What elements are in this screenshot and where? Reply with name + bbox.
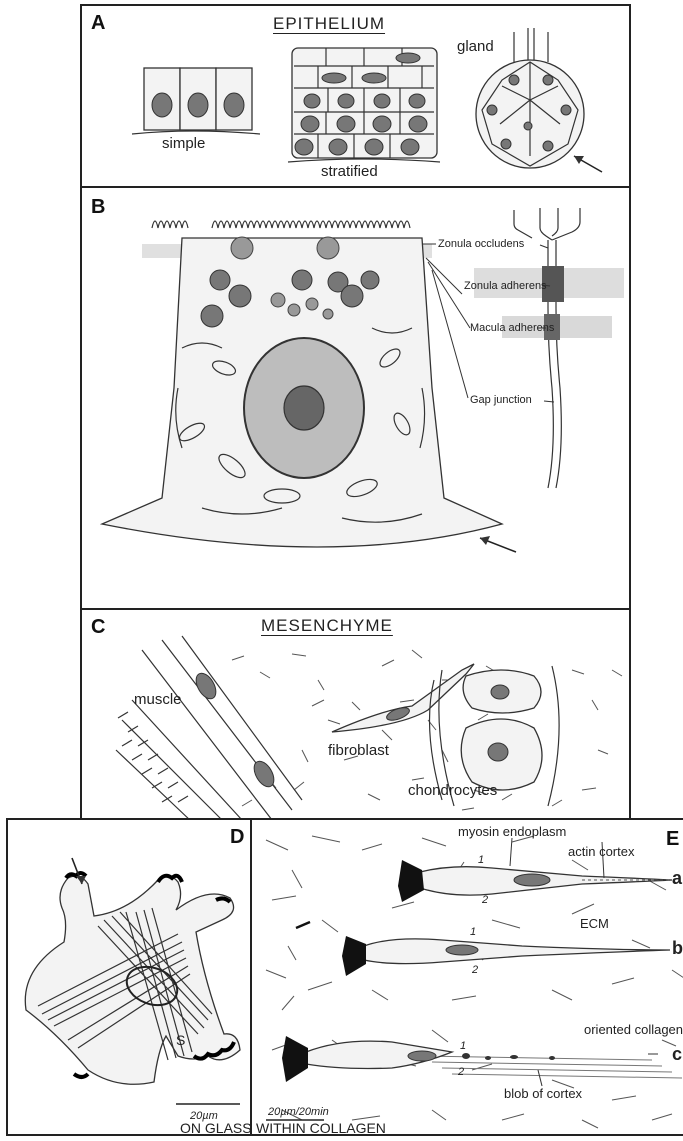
mark-1-a: 1 — [478, 854, 484, 866]
label-zonula-occludens: Zonula occludens — [438, 238, 524, 250]
label-oriented-collagen: oriented collagen — [584, 1022, 683, 1037]
epithelial-cell-drawing — [82, 188, 633, 612]
label-fibroblast: fibroblast — [328, 742, 389, 759]
panel-a: A EPITHELIUM — [80, 4, 631, 188]
panel-e: E — [250, 818, 683, 1136]
mark-1-b: 1 — [470, 926, 476, 938]
mark-2-b: 2 — [472, 964, 478, 976]
stratified-epithelium — [288, 48, 440, 162]
migrating-cell-a — [398, 860, 672, 902]
mark-2-a: 2 — [482, 894, 488, 906]
panel-b: B — [80, 186, 631, 610]
label-ecm: ECM — [580, 916, 609, 931]
label-chondrocytes: chondrocytes — [408, 782, 497, 799]
epithelial-cell — [102, 221, 516, 552]
label-macula-adherens: Macula adherens — [470, 322, 554, 334]
simple-epithelium — [132, 68, 260, 134]
label-stratified: stratified — [321, 163, 378, 180]
panel-d: D S 20µm ON GLASS — [6, 818, 252, 1136]
label-row-b: b — [672, 938, 683, 959]
label-s: S — [176, 1032, 185, 1048]
caption-within-collagen: WITHIN COLLAGEN — [256, 1120, 386, 1136]
junction-diagram — [474, 208, 624, 488]
label-simple: simple — [162, 135, 205, 152]
label-row-a: a — [672, 868, 682, 889]
mark-1-c: 1 — [460, 1040, 466, 1052]
gland — [476, 28, 602, 172]
cell-on-glass-drawing — [8, 820, 254, 1138]
mark-2-c: 2 — [458, 1066, 464, 1078]
migrating-cell-b — [342, 936, 670, 976]
scale-bar-e: 20µm/20min — [268, 1106, 329, 1118]
label-gland: gland — [457, 38, 494, 55]
cells-in-collagen-drawing — [252, 820, 683, 1138]
caption-on-glass: ON GLASS — [180, 1120, 252, 1136]
label-gap-junction: Gap junction — [470, 394, 532, 406]
label-myosin-endoplasm: myosin endoplasm — [458, 824, 566, 839]
panel-c: C MESENCHYME muscle fibroblast chondrocy… — [80, 608, 631, 820]
fibroblast — [332, 664, 474, 732]
spread-cell — [25, 858, 240, 1104]
label-zonula-adherens: Zonula adherens — [464, 280, 547, 292]
mesenchyme-drawings — [82, 610, 633, 822]
muscle-fibers — [116, 636, 302, 822]
label-row-c: c — [672, 1044, 682, 1065]
label-actin-cortex: actin cortex — [568, 844, 634, 859]
label-muscle: muscle — [134, 691, 182, 708]
label-blob-of-cortex: blob of cortex — [504, 1086, 582, 1101]
